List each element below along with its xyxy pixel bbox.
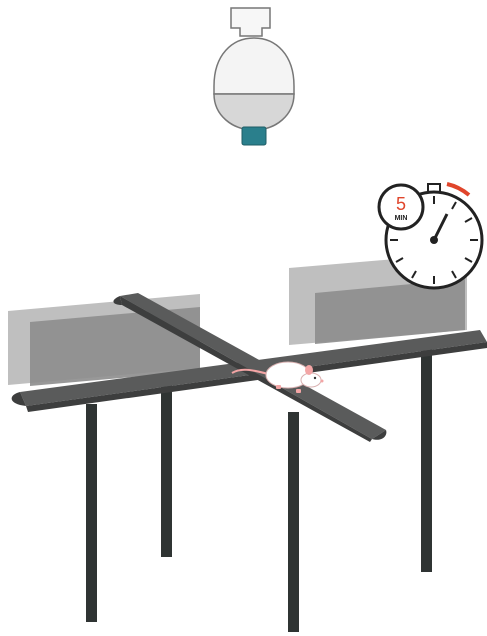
- mouse-tail: [231, 368, 269, 375]
- mouse-ear: [305, 365, 313, 375]
- ceiling-camera-icon: [213, 7, 295, 146]
- maze-leg: [86, 404, 97, 622]
- timer-badge: [377, 183, 425, 231]
- closed-arm-floor-cap: [11, 392, 26, 406]
- mouse-eye: [313, 376, 317, 380]
- stopwatch-red-arc: [446, 182, 471, 197]
- timer-value: 5: [396, 194, 406, 214]
- camera-lens: [241, 126, 267, 146]
- camera-dome: [213, 93, 295, 131]
- maze-leg: [288, 412, 299, 632]
- stopwatch-center: [430, 236, 438, 244]
- mouse-foot: [276, 385, 281, 389]
- maze-leg: [421, 348, 432, 572]
- camera-mount: [230, 7, 271, 37]
- timer-unit: MIN: [395, 215, 408, 222]
- mouse-head: [300, 372, 322, 388]
- stopwatch-ticks: [390, 196, 478, 284]
- open-arm-cap-front: [372, 430, 387, 440]
- maze-legs-front: [86, 404, 299, 632]
- maze-legs-back: [161, 348, 432, 572]
- open-arm-cap-back: [113, 296, 122, 305]
- mouse-nose: [320, 379, 324, 383]
- camera-body: [213, 37, 295, 95]
- stopwatch-icon: 5 MIN: [377, 182, 484, 290]
- mouse-foot: [296, 389, 301, 393]
- closed-arm-wall-inner: [315, 279, 465, 344]
- closed-arm-wall-inner: [30, 307, 200, 386]
- mouse-icon: [231, 361, 324, 393]
- maze-leg: [161, 385, 172, 557]
- open-arm-floor-top: [120, 293, 386, 439]
- stopwatch-hand: [432, 213, 449, 241]
